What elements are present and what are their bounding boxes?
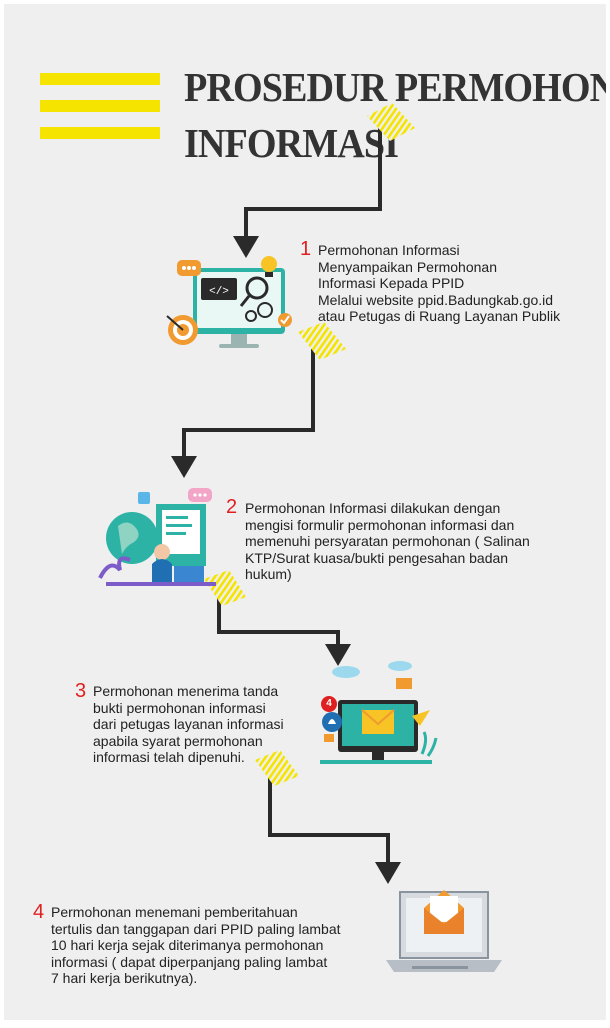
title-line-2: INFORMASI [184,120,399,166]
step-3-line: Permohonan menerima tanda [93,683,279,699]
step-4-text: Permohonan menemani pemberitahuan tertul… [51,904,341,987]
arrowhead-2 [171,456,197,478]
step-4-line: 7 hari kerja berikutnya). [51,970,198,986]
step-4-number: 4 [33,901,45,923]
step-2-line: Permohonan Informasi dilakukan dengan [245,500,501,516]
step-3-number: 3 [75,680,87,702]
infographic-page: PROSEDUR PERMOHONAN INFORMASI [4,4,606,1020]
step-3-line: bukti permohonan informasi [93,699,266,716]
connector-step-3-to-step-4 [268,769,390,862]
connector-title-to-step-1 [244,124,382,236]
step-2-line: memenuhi persyaratan permohonan ( Salina… [245,533,530,549]
monitor-mail-notification-icon [320,661,438,764]
step-3-text: Permohonan menerima tanda bukti permohon… [93,683,284,766]
yellow-bar-middle [40,100,160,112]
step-2-text: Permohonan Informasi dilakukan dengan me… [245,500,530,583]
page-title: PROSEDUR PERMOHONAN INFORMASI [184,59,606,171]
flow-connectors [171,103,415,884]
notification-badge-count: 4 [326,698,332,709]
person-filling-form-icon [98,488,216,586]
yellow-bar-top [40,73,160,85]
title-line-1: PROSEDUR PERMOHONAN [184,64,606,110]
step-1-line: atau Petugas di Ruang Layanan Publik [318,308,561,324]
arrowhead-1 [233,236,259,258]
step-4-line: informasi ( dapat diperpanjang paling la… [51,953,328,970]
step-1-line: Melalui website ppid.Badungkab.go.id [318,291,554,308]
hatch-accent-title [367,103,415,141]
step-1-line: Permohonan Informasi [318,242,460,258]
hatch-accent-step-2 [204,570,246,606]
step-1-text: Permohonan Informasi Menyampaikan Permoh… [318,242,560,325]
connector-step-2-to-step-3 [217,589,340,644]
step-3-line: informasi telah dipenuhi. [93,749,245,765]
step-1-line: Menyampaikan Permohonan [318,258,497,275]
arrowhead-4 [375,862,401,884]
connector-step-1-to-step-2 [182,344,315,456]
svg-text:</>: </> [209,286,229,298]
laptop-envelope-icon [386,890,502,972]
monitor-code-target-icon: </> [166,256,292,348]
step-3-line: dari petugas layanan informasi [93,716,284,732]
yellow-bar-bottom [40,127,160,139]
step-1-line: Informasi Kepada PPID [318,275,465,291]
hatch-accent-step-3 [255,750,299,786]
hatch-accent-step-1 [298,322,346,360]
step-2-line: hukum) [245,566,292,582]
step-2-number: 2 [226,496,238,518]
step-4-line: Permohonan menemani pemberitahuan [51,904,298,920]
step-2-line: mengisi formulir permohonan informasi da… [245,516,515,533]
step-3-line: apabila syarat permohonan [93,732,263,749]
notification-badge: 4 [321,696,337,712]
step-4-line: tertulis dan tanggapan dari PPID paling … [51,920,341,937]
arrowhead-3 [325,644,351,666]
step-1-number: 1 [300,238,312,260]
step-4-line: 10 hari kerja sejak diterimanya permohon… [51,937,324,953]
step-2-line: KTP/Surat kuasa/bukti pengesahan badan [245,549,509,566]
